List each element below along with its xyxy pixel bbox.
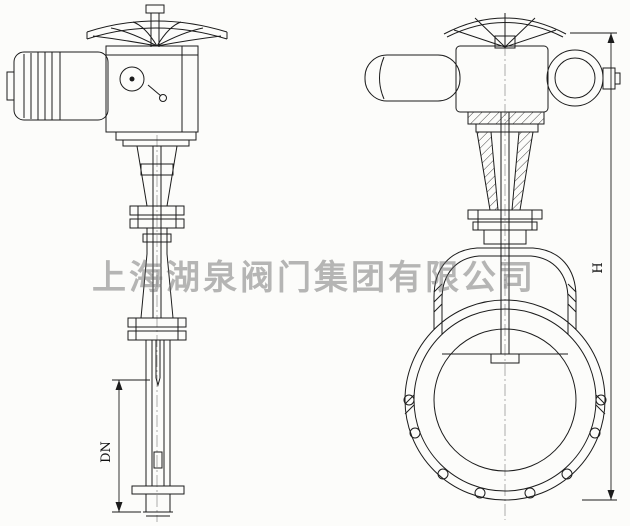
lower-flange-side (127, 317, 187, 341)
valve-body-front (403, 247, 607, 501)
side-view: DN (6, 4, 228, 522)
yoke-side (136, 145, 178, 232)
upper-flange-side (129, 205, 185, 229)
gearbox-side (105, 45, 199, 133)
valve-body-side (131, 340, 185, 517)
bonnet-front (467, 209, 543, 245)
h-dimension: H (570, 32, 617, 501)
electric-motor-side (6, 51, 109, 121)
packing-column-side (140, 228, 174, 319)
handwheel-front (443, 13, 567, 49)
handwheel-side (86, 4, 228, 47)
dn-dimension: DN (99, 379, 150, 513)
dn-dimension-label: DN (99, 441, 114, 463)
actuator-front (364, 45, 621, 133)
h-dimension-label: H (591, 262, 606, 273)
front-view: H (364, 13, 621, 520)
yoke-front (476, 112, 534, 354)
mounting-plate-side (115, 131, 197, 147)
